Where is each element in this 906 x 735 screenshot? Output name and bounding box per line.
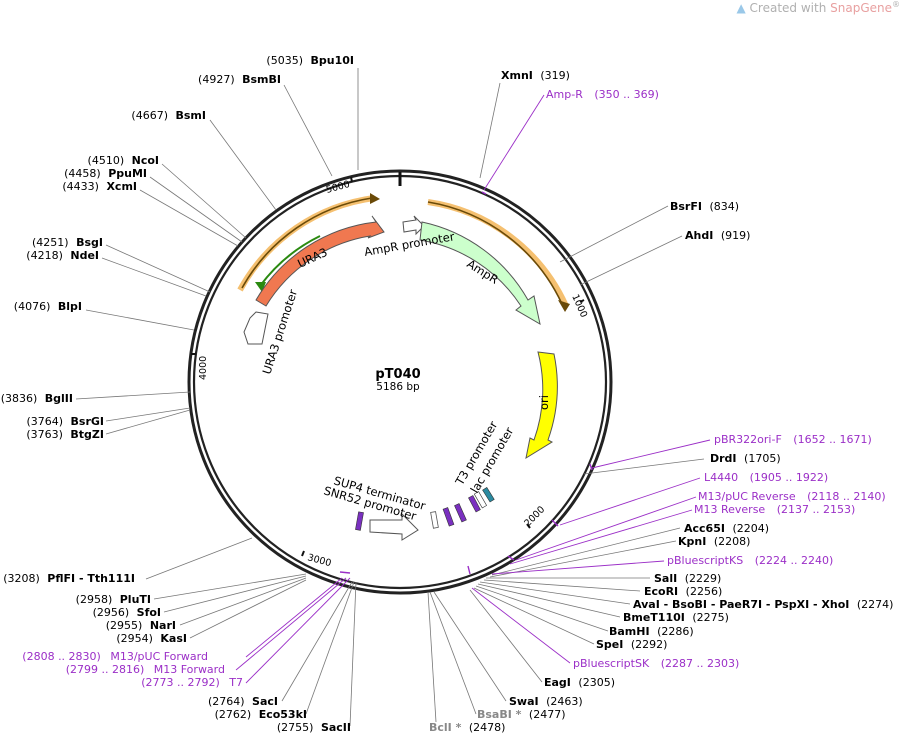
site-xmni: XmnI (319) bbox=[501, 69, 570, 82]
primer-l4440: L4440 (1905 .. 1922) bbox=[704, 471, 828, 484]
site-bglii: (3836) BglII bbox=[1, 392, 73, 405]
site-ahdi: AhdI (919) bbox=[685, 229, 750, 242]
plasmid-name: pT040 bbox=[375, 367, 420, 382]
site-bsabi: BsaBI * (2477) bbox=[477, 708, 566, 721]
site-eco53ki: (2762) Eco53kI bbox=[215, 708, 307, 721]
site-bsgi: (4251) BsgI bbox=[32, 236, 103, 249]
snapgene-credit: ▲ Created with SnapGene® bbox=[736, 0, 900, 15]
leader-lines-left bbox=[75, 68, 359, 727]
site-avai-group: AvaI - BsoBI - PaeR7I - PspXI - XhoI (22… bbox=[633, 598, 893, 611]
site-ncoi: (4510) NcoI bbox=[88, 154, 159, 167]
site-spei: SpeI (2292) bbox=[596, 638, 667, 651]
primer-m13-puc-forward: (2808 .. 2830) M13/pUC Forward bbox=[22, 650, 208, 663]
site-ppumi: (4458) PpuMI bbox=[64, 167, 147, 180]
site-bpu10i: (5035) Bpu10I bbox=[266, 54, 354, 67]
feature-sup4-terminator bbox=[355, 511, 364, 531]
primer-m13-reverse: M13 Reverse (2137 .. 2153) bbox=[694, 503, 855, 516]
feature-ura3-promoter bbox=[243, 311, 269, 345]
feature-ura3 bbox=[255, 215, 385, 307]
primer-pbr322ori-f: pBR322ori-F (1652 .. 1671) bbox=[714, 433, 872, 446]
plasmid-size: 5186 bp bbox=[376, 381, 420, 393]
site-pflfi: (3208) PflFI - Tth111I bbox=[3, 572, 135, 585]
feature-misc-purple-2 bbox=[454, 503, 467, 523]
orf-arc-ura3-inner bbox=[259, 235, 321, 287]
site-bsmi: (4667) BsmI bbox=[131, 109, 206, 122]
feature-snr52-promoter bbox=[369, 512, 419, 541]
credit-brand: SnapGene bbox=[830, 1, 892, 15]
primer-t7: (2773 .. 2792) T7 bbox=[141, 676, 243, 689]
site-bsrfi: BsrFI (834) bbox=[670, 200, 739, 213]
site-kpni: KpnI (2208) bbox=[678, 535, 750, 548]
site-btgzi: (3763) BtgZI bbox=[26, 428, 104, 441]
leader-lines-right bbox=[427, 82, 705, 723]
feature-snr52-marker bbox=[430, 511, 439, 529]
site-bsmbi: (4927) BsmBI bbox=[198, 73, 281, 86]
site-drdi: DrdI (1705) bbox=[710, 452, 781, 465]
site-saci: (2764) SacI bbox=[208, 695, 278, 708]
site-sfoi: (2956) SfoI bbox=[93, 606, 161, 619]
primer-pbluescriptsk: pBluescriptSK (2287 .. 2303) bbox=[573, 657, 739, 670]
site-ecori: EcoRI (2256) bbox=[644, 585, 722, 598]
feature-ampr-promoter bbox=[402, 215, 425, 236]
ruler-ticks bbox=[191, 176, 585, 557]
label-ori: ori bbox=[537, 395, 551, 410]
credit-prefix: Created with bbox=[749, 1, 831, 15]
sites-left: (5035) Bpu10I (4927) BsmBI (4667) BsmI (… bbox=[1, 54, 354, 734]
primer-m13-forward: (2799 .. 2816) M13 Forward bbox=[66, 663, 225, 676]
site-eagi: EagI (2305) bbox=[544, 676, 615, 689]
primer-amp-r: Amp-R (350 .. 369) bbox=[546, 88, 659, 101]
site-ndei: (4218) NdeI bbox=[26, 249, 99, 262]
credit-icon: ▲ bbox=[736, 1, 746, 15]
orf-arc-ura3-core bbox=[241, 197, 373, 289]
orf-arc-ampr bbox=[427, 199, 569, 308]
site-kasi: (2954) KasI bbox=[116, 632, 187, 645]
primer-pbluescriptks: pBluescriptKS (2224 .. 2240) bbox=[667, 554, 833, 567]
orf-arc-ura3-head bbox=[370, 193, 380, 204]
site-blpi: (4076) BlpI bbox=[14, 300, 82, 313]
primer-m13-puc-reverse: M13/pUC Reverse (2118 .. 2140) bbox=[698, 490, 886, 503]
ruler-label-5000: 5000 bbox=[325, 179, 351, 196]
site-bamhi: BamHI (2286) bbox=[609, 625, 694, 638]
ruler-label-1000: 1000 bbox=[569, 293, 589, 320]
feature-ampr bbox=[419, 221, 541, 326]
orf-arc-ura3-inner-head bbox=[255, 282, 266, 292]
site-bmet110i: BmeT110I (2275) bbox=[623, 611, 729, 624]
feature-lac-promoter bbox=[473, 491, 488, 509]
primer-labels: Amp-R (350 .. 369) pBR322ori-F (1652 .. … bbox=[22, 88, 885, 689]
orf-arc-ampr-head bbox=[558, 300, 570, 312]
site-nari: (2955) NarI bbox=[106, 619, 176, 632]
site-sacii: (2755) SacII bbox=[277, 721, 351, 734]
backbone-outer-ring bbox=[187, 169, 613, 595]
feature-ori bbox=[525, 351, 558, 460]
primer-marks bbox=[339, 191, 593, 575]
feature-lac-operator bbox=[482, 487, 495, 503]
sites-right: XmnI (319) BsrFI (834) AhdI (919) DrdI (… bbox=[429, 69, 893, 734]
ruler-label-4000: 4000 bbox=[198, 356, 209, 380]
feature-t3-promoter bbox=[468, 495, 481, 513]
site-xcmi: (4433) XcmI bbox=[62, 180, 137, 193]
site-acc65i: Acc65I (2204) bbox=[684, 522, 769, 535]
site-bsrgi: (3764) BsrGI bbox=[26, 415, 104, 428]
site-pluti: (2958) PluTI bbox=[76, 593, 151, 606]
ruler-label-2000: 2000 bbox=[522, 504, 547, 529]
credit-mark: ® bbox=[892, 0, 900, 9]
orf-arc-ampr-core bbox=[427, 201, 563, 305]
site-swai: SwaI (2463) bbox=[509, 695, 583, 708]
site-bcli: BclI * (2478) bbox=[429, 721, 505, 734]
feature-misc-purple-1 bbox=[442, 507, 455, 527]
primer-lines bbox=[235, 94, 711, 684]
site-sali: SalI (2229) bbox=[654, 572, 721, 585]
